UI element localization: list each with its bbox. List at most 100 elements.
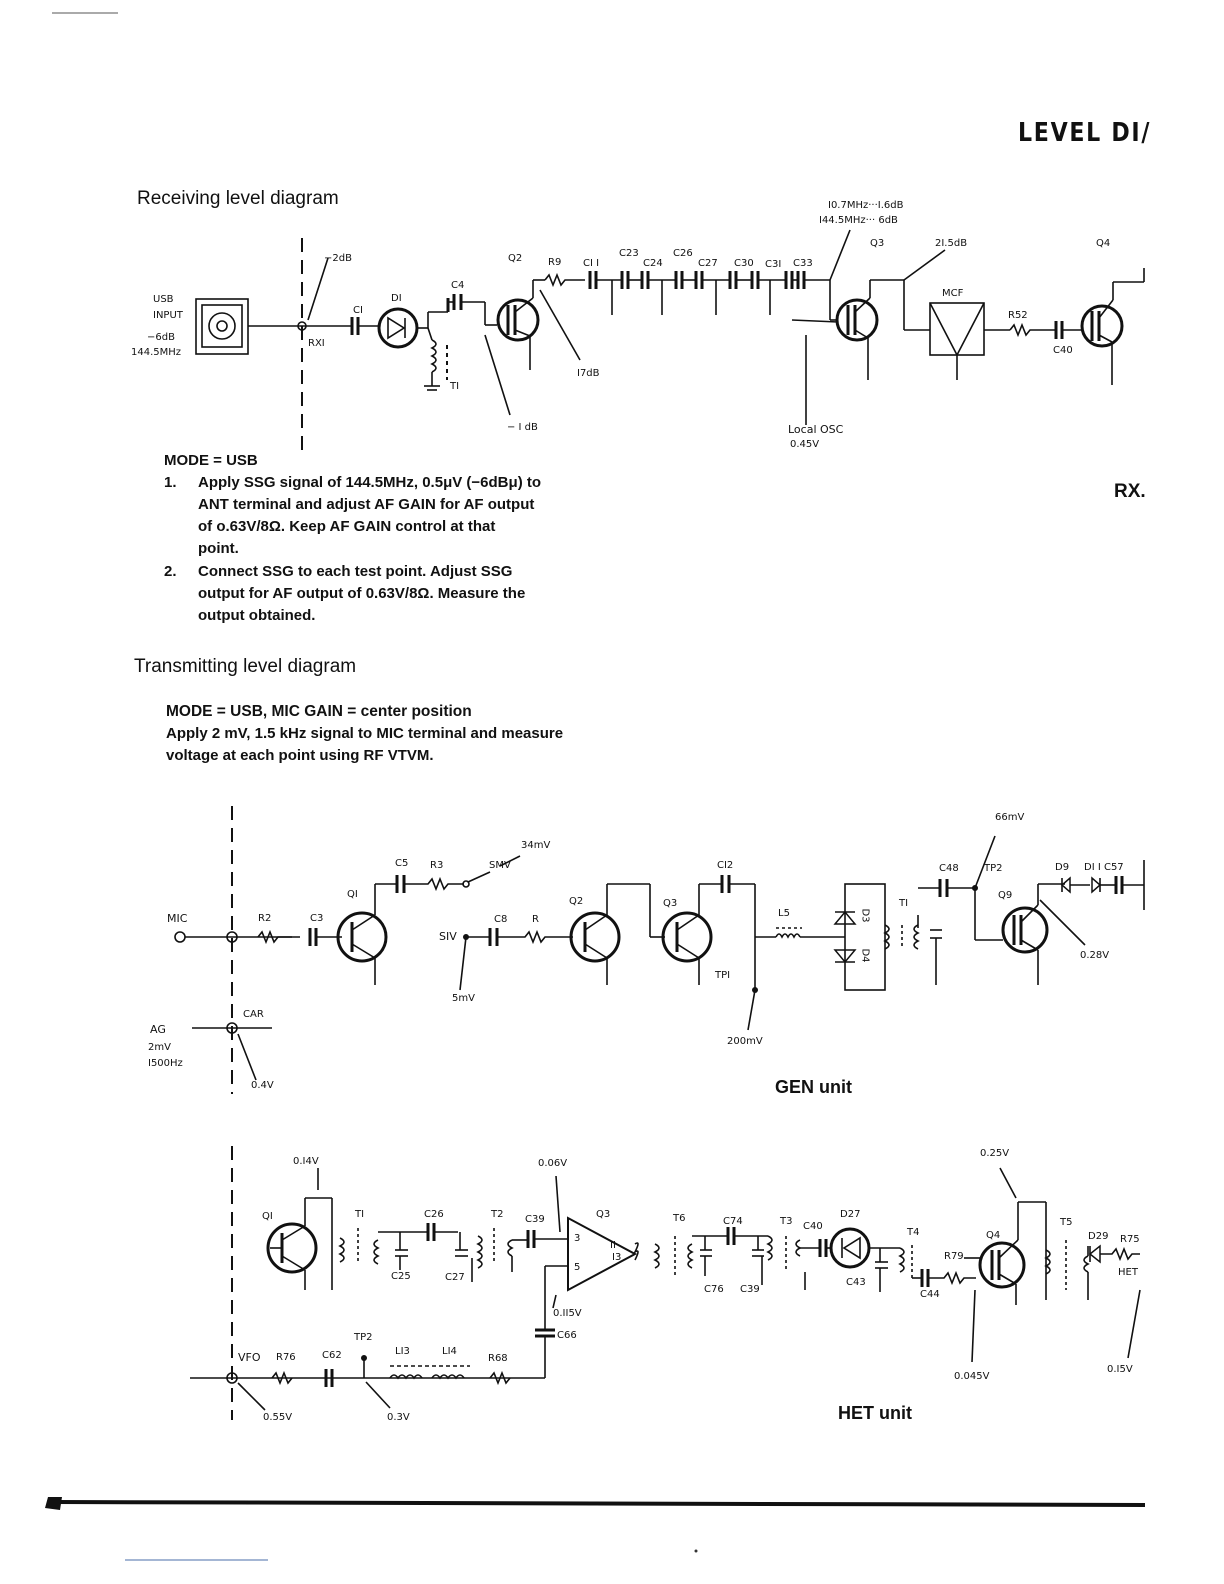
het-label-r79: R79 xyxy=(944,1251,964,1262)
het-label-q3: Q3 xyxy=(596,1209,611,1220)
het-label-q4: Q4 xyxy=(986,1230,1001,1241)
het-label-03v: 0.3V xyxy=(387,1412,410,1423)
het-label-0115v: 0.II5V xyxy=(553,1308,582,1319)
gen-label-c3: C3 xyxy=(310,913,324,924)
het-label-l14: LI4 xyxy=(442,1346,457,1357)
gen-label-tp2: TP2 xyxy=(984,863,1003,874)
gen-label-q9: Q9 xyxy=(998,890,1013,901)
het-label-r68: R68 xyxy=(488,1353,508,1364)
het-label-014v: 0.I4V xyxy=(293,1156,319,1167)
gen-label-c5: C5 xyxy=(395,858,409,869)
het-label-t2: T2 xyxy=(491,1209,504,1220)
het-label-t6: T6 xyxy=(673,1213,686,1224)
het-label-tp2: TP2 xyxy=(354,1332,373,1343)
rx-label-c31: C3I xyxy=(765,259,782,270)
het-unit-label: HET unit xyxy=(838,1403,912,1423)
gen-label-car: CAR xyxy=(243,1009,264,1020)
het-label-006v: 0.06V xyxy=(538,1158,568,1169)
gen-label-d11-c57: DI I C57 xyxy=(1084,862,1124,873)
rx-label-q2: Q2 xyxy=(508,253,523,264)
het-label-c62: C62 xyxy=(322,1350,342,1361)
het-label-pin5: 5 xyxy=(574,1262,581,1273)
rx-step-1-line: ANT terminal and adjust AF GAIN for AF o… xyxy=(198,496,535,513)
gen-label-66mv: 66mV xyxy=(995,812,1025,823)
het-label-c74: C74 xyxy=(723,1216,743,1227)
rx-label-17db: I7dB xyxy=(577,368,600,379)
rx-label-c1: CI xyxy=(353,305,363,316)
het-label-pin3: 3 xyxy=(574,1233,581,1244)
rx-step-2-line: Connect SSG to each test point. Adjust S… xyxy=(198,563,513,580)
rx-label-c33: C33 xyxy=(793,258,813,269)
gen-label-d4: D4 xyxy=(859,948,871,963)
rx-label-q3: Q3 xyxy=(870,238,885,249)
het-label-c27: C27 xyxy=(445,1272,465,1283)
rx-label-t1: TI xyxy=(450,381,460,392)
gen-label-r2: R2 xyxy=(258,913,272,924)
het-label-l13: LI3 xyxy=(395,1346,410,1357)
rx-step-1-line: Apply SSG signal of 144.5MHz, 0.5μV (−6d… xyxy=(198,474,542,491)
het-label-025v: 0.25V xyxy=(980,1148,1010,1159)
rx-label-c24: C24 xyxy=(643,258,663,269)
transmitting-heading: Transmitting level diagram xyxy=(134,656,357,677)
gen-label-2mv: 2mV xyxy=(148,1042,171,1053)
rx-label-input: INPUT xyxy=(153,310,183,321)
rx-step-1-line: of o.63V/8Ω. Keep AF GAIN control at tha… xyxy=(198,518,496,535)
rx-label-if-line2: I44.5MHz··· 6dB xyxy=(819,215,898,226)
het-label-d29: D29 xyxy=(1088,1231,1109,1242)
het-label-c43: C43 xyxy=(846,1277,866,1288)
gen-schematic xyxy=(174,806,1145,1094)
gen-label-smv: SMV xyxy=(489,860,511,871)
rx-label-minus2db: −2dB xyxy=(324,253,352,264)
het-label-pin13: I3 xyxy=(612,1252,622,1263)
rx-step-1-line: point. xyxy=(198,540,239,557)
rx-schematic xyxy=(195,229,1145,458)
rx-step-2-line: output obtained. xyxy=(198,607,316,624)
rx-step-1: Apply SSG signal of 144.5MHz, 0.5μV (−6d… xyxy=(198,472,583,560)
het-label-c39b: C39 xyxy=(740,1284,760,1295)
het-label-r76: R76 xyxy=(276,1352,296,1363)
gen-label-tp1: TPI xyxy=(715,970,731,981)
rx-label-045v: 0.45V xyxy=(790,439,820,450)
het-label-c44: C44 xyxy=(920,1289,940,1300)
het-label-t5: T5 xyxy=(1060,1217,1073,1228)
gen-label-34mv: 34mV xyxy=(521,840,551,851)
gen-label-028v: 0.28V xyxy=(1080,950,1110,961)
het-label-t1: TI xyxy=(355,1209,365,1220)
gen-label-r3: R3 xyxy=(430,860,444,871)
rx-label-usb: USB xyxy=(153,294,174,305)
rx-label-c4: C4 xyxy=(451,280,465,291)
gen-label-d9: D9 xyxy=(1055,862,1070,873)
rx-label-minus6db: −6dB xyxy=(147,332,175,343)
rx-label-r9: R9 xyxy=(548,257,562,268)
het-label-0045v: 0.045V xyxy=(954,1371,990,1382)
rx-mode: MODE = USB xyxy=(164,452,258,469)
gen-label-ag: AG xyxy=(150,1023,166,1036)
rx-label-c26: C26 xyxy=(673,248,693,259)
tx-instruction-line: Apply 2 mV, 1.5 kHz signal to MIC termin… xyxy=(166,725,564,742)
rx-label-c11: CI I xyxy=(583,258,600,269)
gen-label-q1: QI xyxy=(347,889,358,900)
rx-label-r52: R52 xyxy=(1008,310,1028,321)
rx-label-freq: 144.5MHz xyxy=(131,347,182,358)
tx-instruction-line: voltage at each point using RF VTVM. xyxy=(166,747,434,764)
het-label-c40: C40 xyxy=(803,1221,823,1232)
gen-label-c48: C48 xyxy=(939,863,959,874)
rx-cap-chain xyxy=(588,271,830,315)
gen-label-t1: TI xyxy=(899,898,909,909)
het-label-q1: QI xyxy=(262,1211,273,1222)
het-label-vfo: VFO xyxy=(238,1351,261,1364)
rx-step-2: Connect SSG to each test point. Adjust S… xyxy=(198,561,583,627)
gen-label-mic: MIC xyxy=(167,912,188,925)
het-label-015v: 0.I5V xyxy=(1107,1364,1133,1375)
gen-label-d3: D3 xyxy=(859,908,871,923)
het-label-d27: D27 xyxy=(840,1209,861,1220)
gen-label-200mv: 200mV xyxy=(727,1036,763,1047)
gen-label-r: R xyxy=(532,914,539,925)
gen-label-c12: CI2 xyxy=(717,860,734,871)
rx-label-minus1db: − I dB xyxy=(507,422,538,433)
rx-label-c40: C40 xyxy=(1053,345,1073,356)
het-label-r75: R75 xyxy=(1120,1234,1140,1245)
het-label-c39a: C39 xyxy=(525,1214,545,1225)
rx-label-if-line1: I0.7MHz···I.6dB xyxy=(828,200,904,211)
rx-step-2-num: 2. xyxy=(164,563,177,580)
